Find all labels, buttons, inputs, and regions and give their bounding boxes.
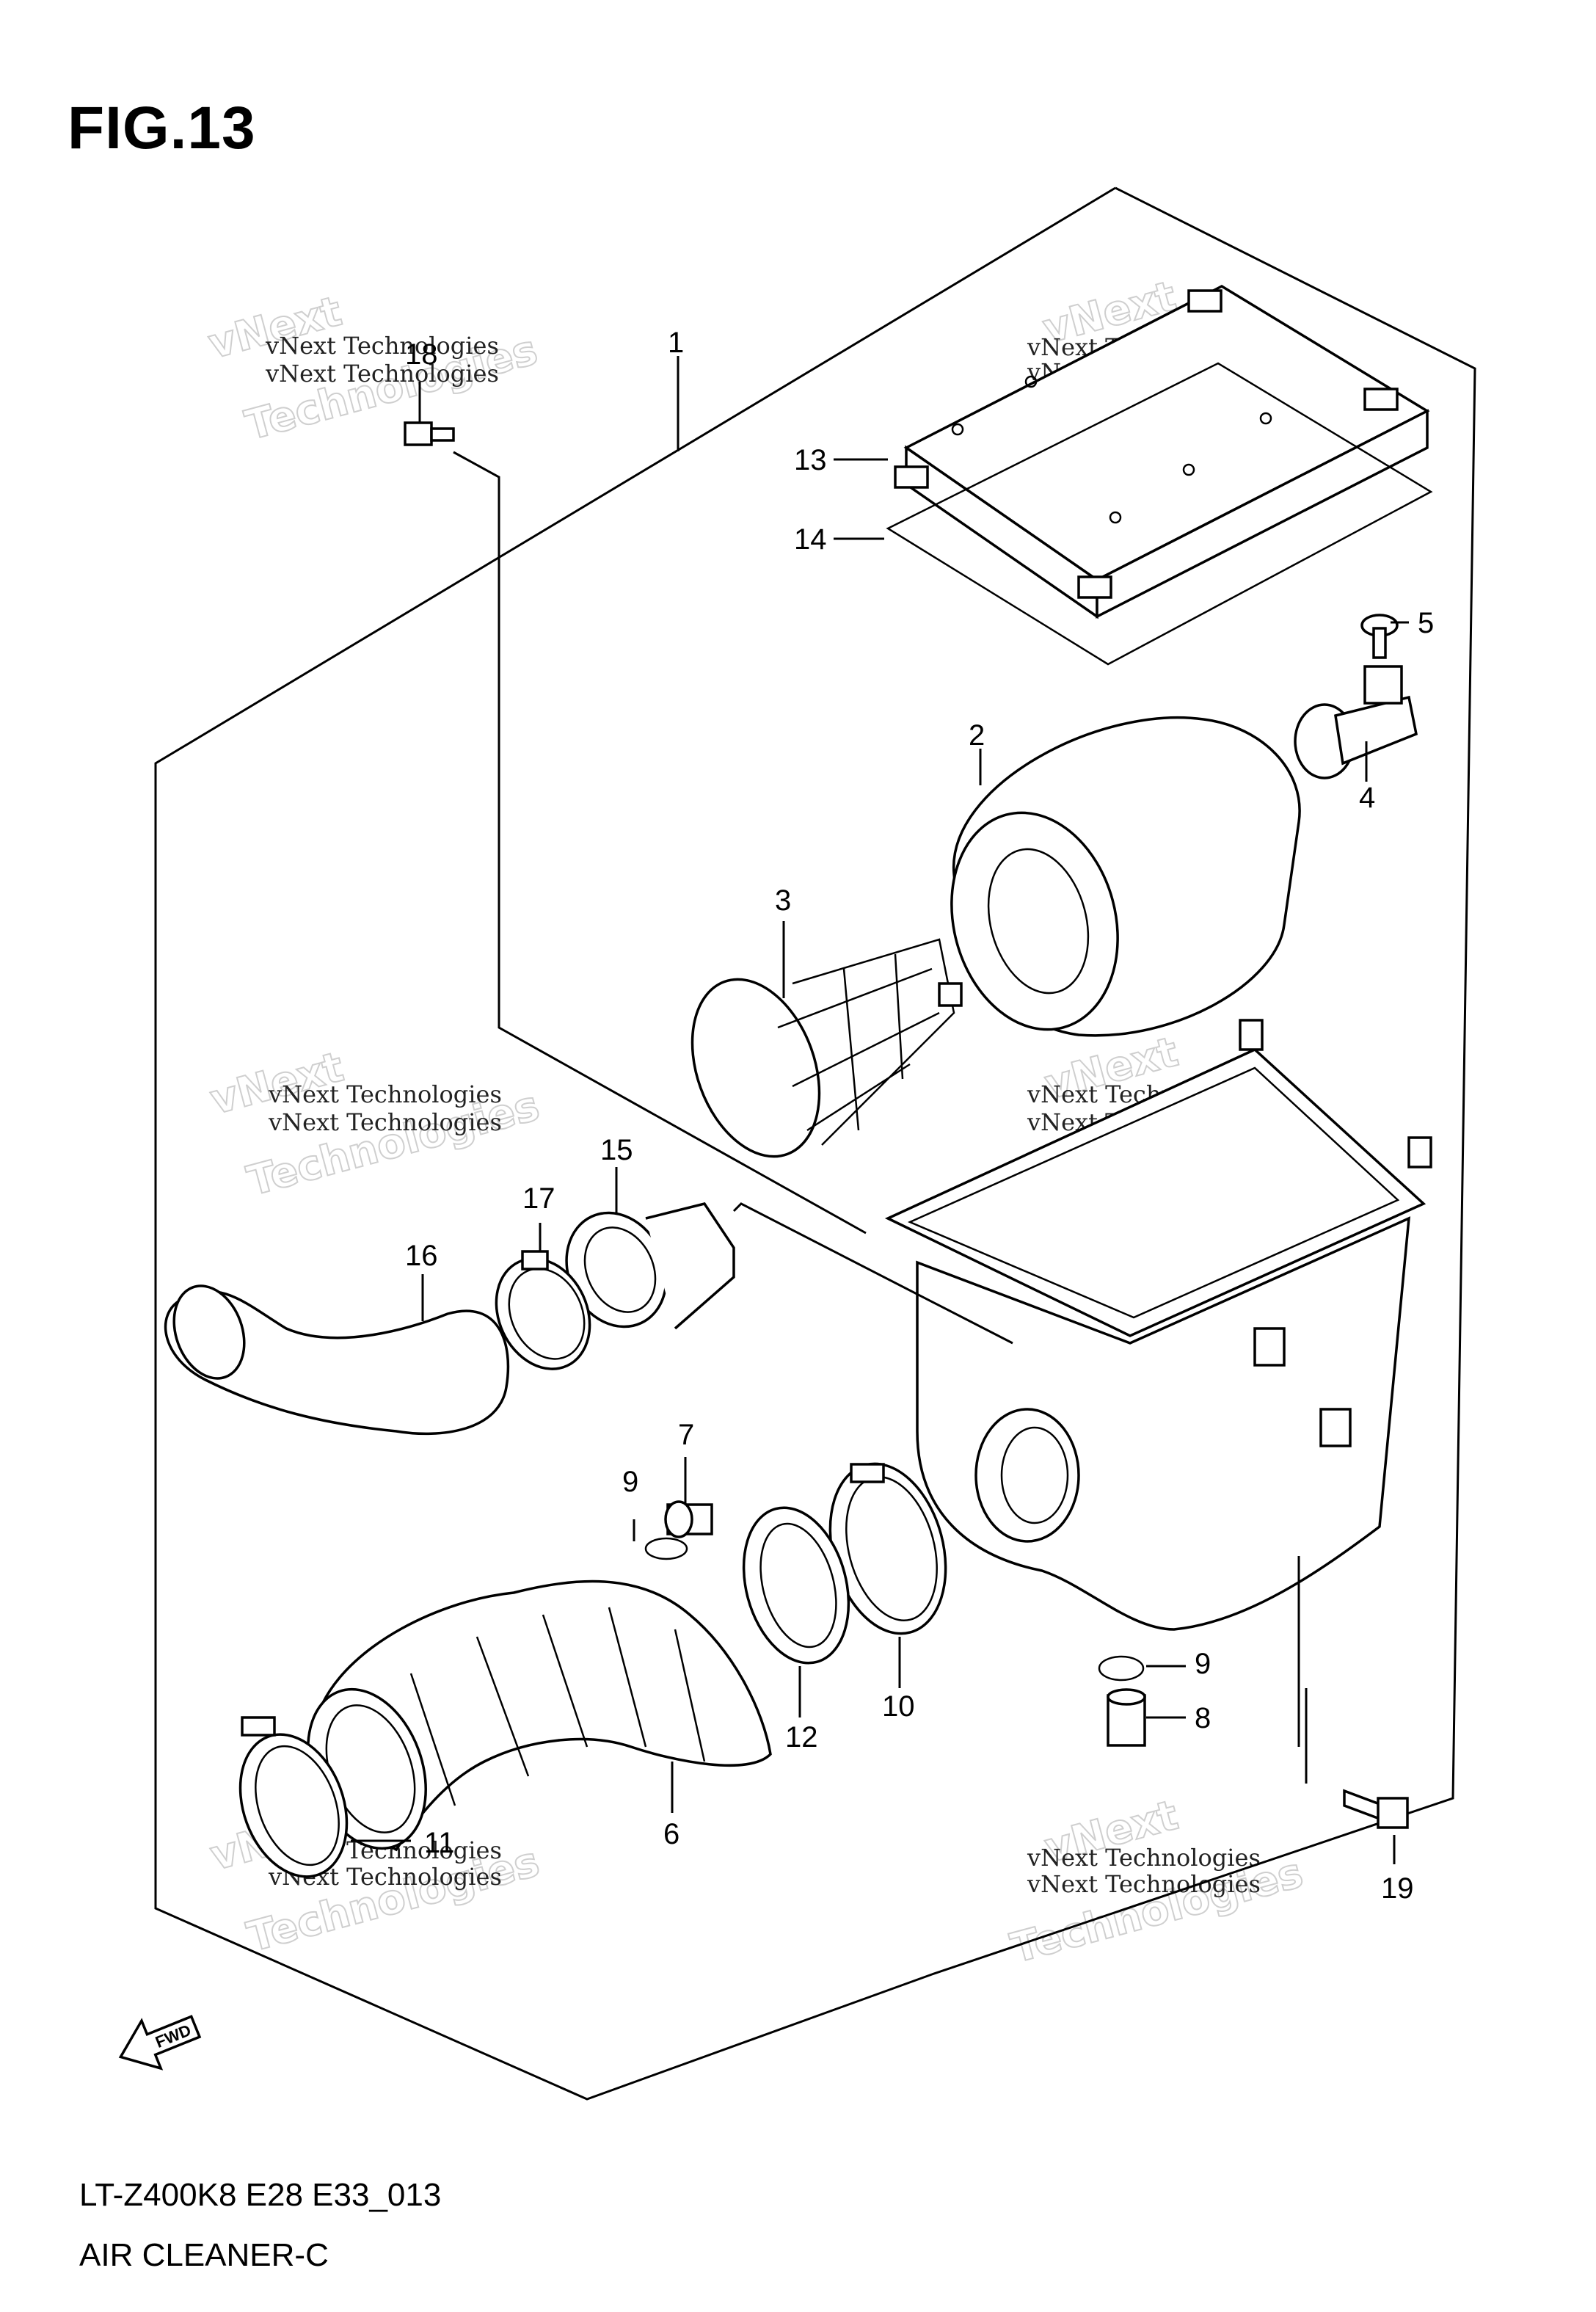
callout-7: 7 [678,1419,694,1451]
watermark-small-bottom-right-2: vNext Technologies [1027,1870,1261,1898]
sensor-part-7 [664,1500,713,1538]
callout-13: 13 [794,444,827,476]
callout-2: 2 [969,719,985,752]
watermark-small-mid-left-2: vNext Technologies [268,1108,502,1136]
callout-1: 1 [668,327,684,359]
callout-10: 10 [882,1690,915,1723]
fwd-arrow-icon: FWD [118,2015,202,2071]
clip-part-9-lower [1098,1655,1145,1682]
clip-part-9-upper [644,1537,688,1560]
air-cleaner-case [884,1019,1432,1631]
clamp-part-11 [238,1716,349,1878]
gasket-part-14 [886,362,1433,666]
callout-4: 4 [1359,782,1375,814]
plug-part-8 [1107,1688,1146,1747]
footer-diagram-code: LT-Z400K8 E28 E33_013 [79,2177,442,2213]
callout-18: 18 [405,338,438,371]
watermark-small-mid-left: vNext Technologies [268,1080,502,1108]
callout-9-lower: 9 [1195,1648,1211,1680]
callout-8: 8 [1195,1702,1211,1734]
watermark-small-top-left: vNext Technologies [265,332,499,360]
leader-lines [351,356,1409,1864]
callout-16: 16 [405,1240,438,1272]
cover-part-13 [894,284,1430,619]
intake-duct-part-15 [565,1202,735,1330]
screen-part-12 [742,1506,850,1665]
footer-diagram-name: AIR CLEANER-C [79,2237,329,2273]
callout-9-upper: 9 [622,1466,638,1498]
intake-pipe-part-6 [307,1579,772,1852]
callout-6: 6 [663,1818,679,1850]
callout-17: 17 [522,1182,555,1215]
callout-5: 5 [1418,607,1434,639]
bolt-part-18 [404,421,455,446]
watermark-small-bottom-right: vNext Technologies [1027,1844,1261,1872]
screw-part-5 [1360,614,1399,659]
watermark-small-top-left-2: vNext Technologies [265,360,499,388]
holder-part-4 [1294,665,1418,779]
callout-15: 15 [600,1134,633,1166]
filter-cage-part-3 [690,938,963,1158]
clamp-part-10 [828,1462,947,1635]
filter-element-part-2 [950,716,1301,1037]
tube-part-16 [164,1284,510,1436]
callout-3: 3 [775,884,791,917]
callout-11: 11 [424,1827,455,1859]
callout-19: 19 [1381,1872,1414,1905]
bolt-part-19 [1343,1789,1409,1829]
callout-12: 12 [785,1721,818,1753]
assembly-boundary [154,186,1476,2101]
clamp-part-17 [495,1250,591,1370]
callout-14: 14 [794,523,827,556]
figure-title: FIG.13 [68,95,256,161]
